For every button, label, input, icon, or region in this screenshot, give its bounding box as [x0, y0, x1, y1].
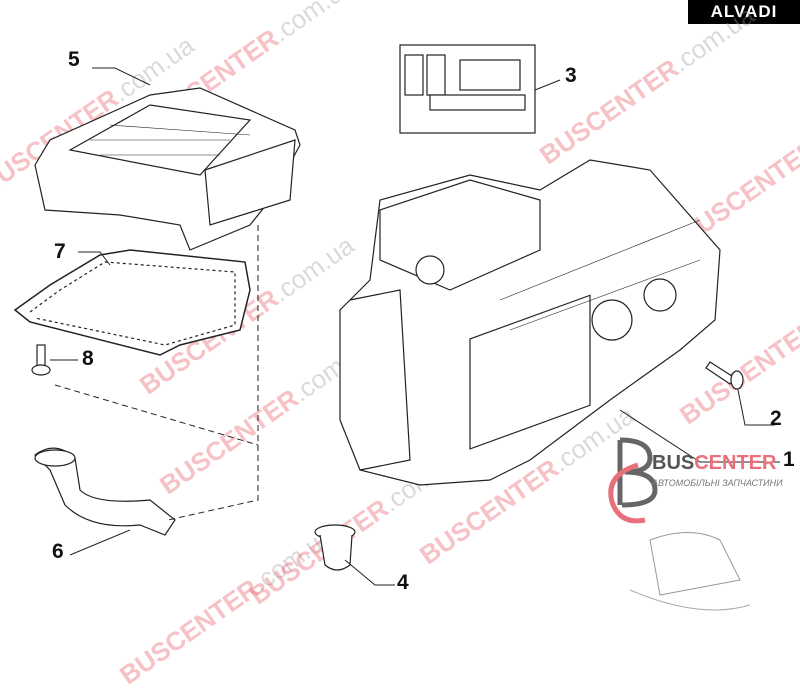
callout-8: 8 — [82, 347, 94, 370]
leader-lines — [50, 67, 780, 586]
parts-diagram — [13, 44, 780, 586]
callout-5: 5 — [68, 48, 80, 71]
callout-2: 2 — [770, 407, 782, 430]
logo-emblem-icon — [608, 437, 751, 611]
callout-7: 7 — [54, 240, 66, 263]
part-4-cap — [314, 524, 356, 571]
part-3-filter-kit — [399, 44, 536, 134]
part-2-screw — [705, 361, 744, 390]
buscenter-logo: BUSCENTER АВТОМОБІЛЬНІ ЗАПЧАСТИНИ — [600, 430, 783, 620]
callout-3: 3 — [565, 64, 577, 87]
callout-1: 1 — [783, 448, 795, 471]
part-1-hvac-unit — [339, 159, 721, 486]
part-5-filter-housing — [34, 87, 301, 251]
callout-4: 4 — [397, 571, 409, 594]
callout-6: 6 — [52, 540, 64, 563]
part-7-gasket — [13, 249, 251, 356]
logo-title: BUSCENTER — [652, 452, 777, 474]
logo-subtitle: АВТОМОБІЛЬНІ ЗАПЧАСТИНИ — [652, 478, 783, 488]
brand-badge: ALVADI — [688, 0, 800, 24]
part-8-screw — [31, 344, 51, 376]
